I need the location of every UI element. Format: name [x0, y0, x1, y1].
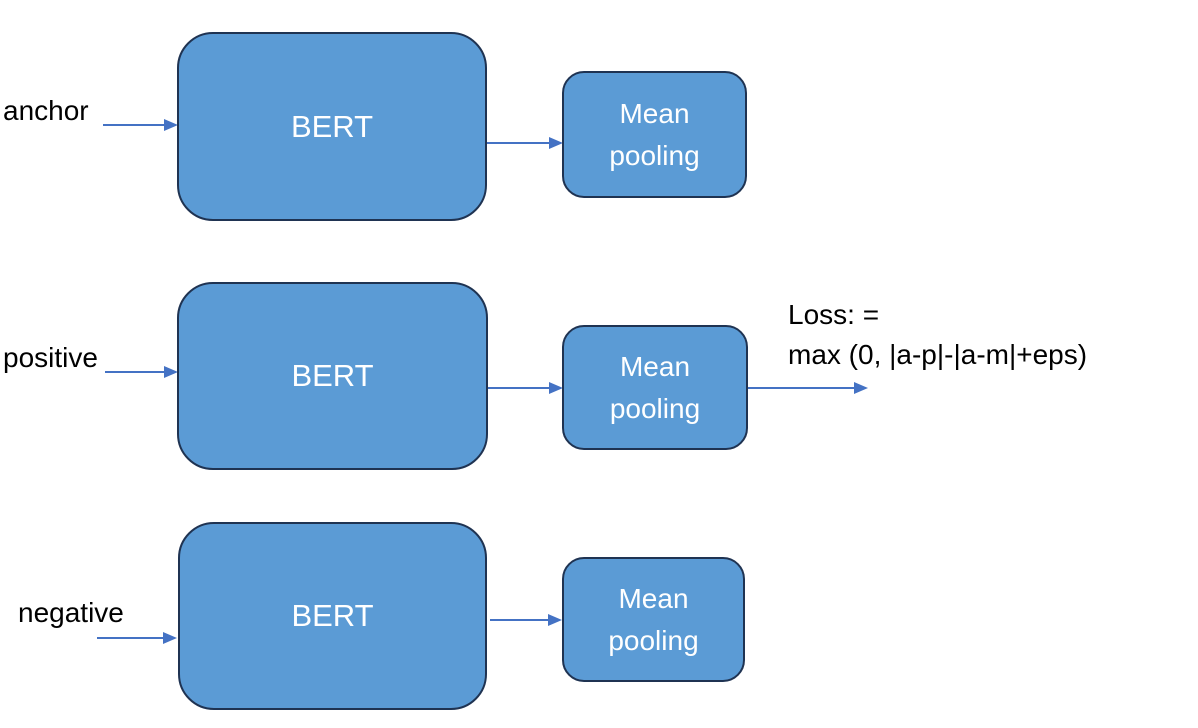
- bert-box-positive-text: BERT: [291, 358, 374, 393]
- anchor-bert-to-pooling-arrow: [487, 137, 563, 149]
- mean-pooling-box-positive: Mean pooling: [562, 325, 748, 450]
- bert-box-negative: BERT: [178, 522, 487, 710]
- positive-input-arrow: [105, 366, 178, 378]
- mean-pooling-box-negative-text: Mean pooling: [608, 582, 699, 656]
- mean-pooling-box-anchor: Mean pooling: [562, 71, 747, 198]
- mean-pooling-box-positive-text: Mean pooling: [609, 350, 701, 424]
- loss-formula: Loss: = max (0, |a-p|-|a-m|+eps): [788, 299, 1088, 370]
- mean-pooling-box-negative: Mean pooling: [562, 557, 745, 682]
- bert-box-anchor: BERT: [177, 32, 487, 221]
- negative-bert-to-pooling-arrow: [490, 614, 562, 626]
- anchor-input-arrow: [103, 119, 178, 131]
- negative-label: negative: [18, 597, 124, 628]
- positive-bert-to-pooling-arrow: [488, 382, 563, 394]
- positive-label: positive: [3, 342, 98, 373]
- pooling-to-loss-arrow: [748, 382, 868, 394]
- bert-box-anchor-text: BERT: [290, 108, 374, 144]
- negative-input-arrow: [97, 632, 177, 644]
- mean-pooling-box-anchor-text: Mean pooling: [609, 97, 700, 171]
- bert-box-positive: BERT: [177, 282, 488, 470]
- bert-box-negative-text: BERT: [291, 598, 374, 633]
- anchor-label: anchor: [3, 95, 89, 126]
